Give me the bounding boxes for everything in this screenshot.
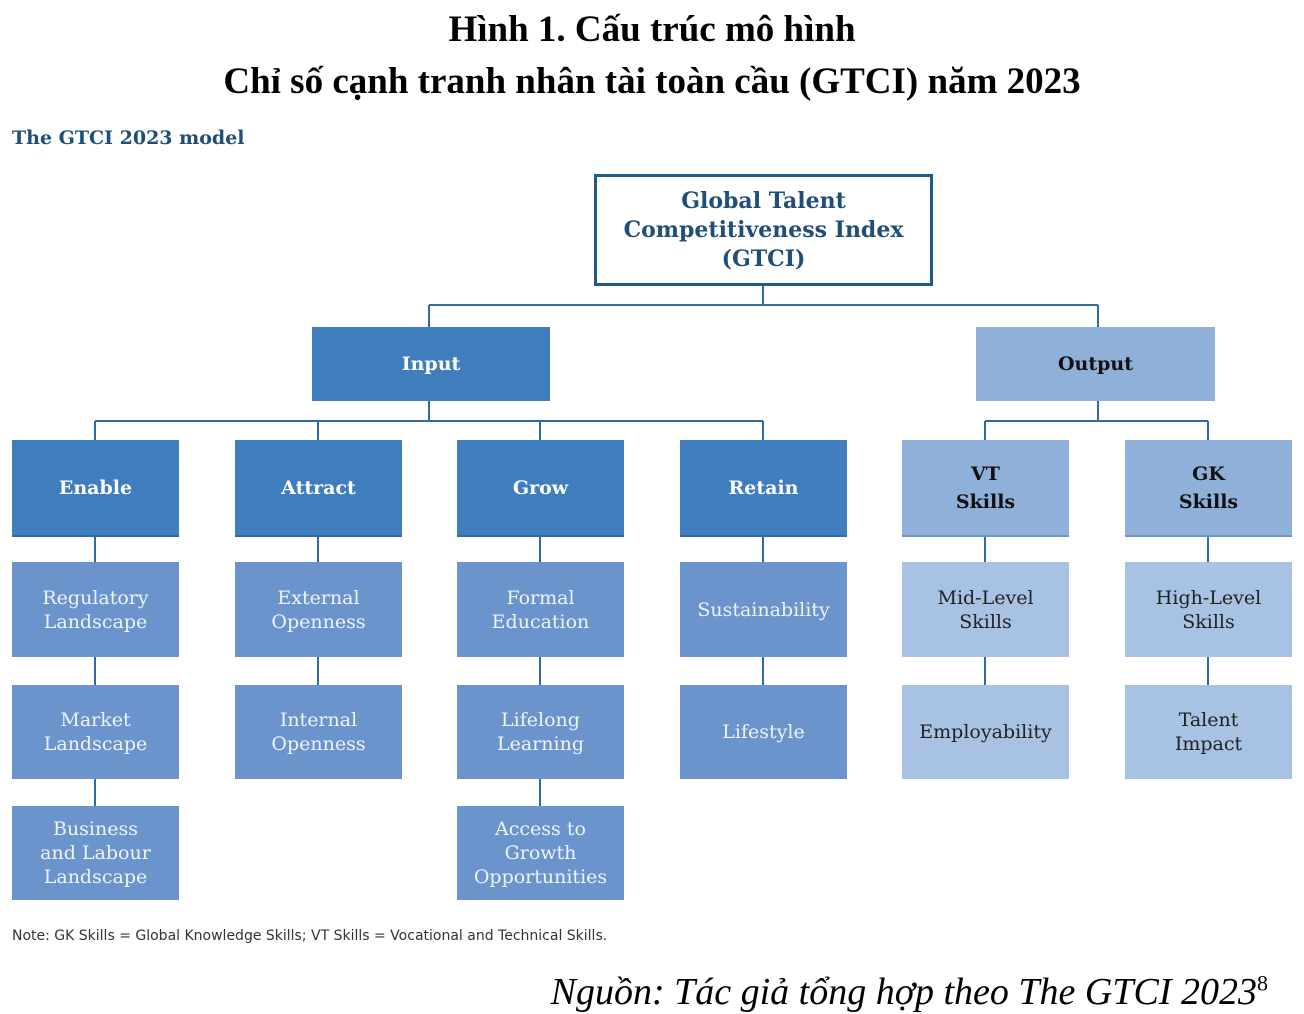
note-text: Note: GK Skills = Global Knowledge Skill… [12,928,608,944]
sub-internal-openness: Internal Openness [235,685,402,779]
model-title: The GTCI 2023 model [12,127,245,149]
sub-regulatory-landscape: Regulatory Landscape [12,562,179,657]
figure-title-line1: Hình 1. Cấu trúc mô hình [448,9,856,50]
sub-sustainability: Sustainability [680,562,847,657]
sub-high-level-skills: High-Level Skills [1125,562,1292,657]
figure-title-line2: Chỉ số cạnh tranh nhân tài toàn cầu (GTC… [223,61,1081,102]
pillar-attract: Attract [235,440,402,537]
source-text: Nguồn: Tác giả tổng hợp theo The GTCI 20… [550,971,1257,1013]
sub-external-openness: External Openness [235,562,402,657]
sub-employability: Employability [902,685,1069,779]
sub-market-landscape: Market Landscape [12,685,179,779]
source-caption: Nguồn: Tác giả tổng hợp theo The GTCI 20… [551,970,1268,1014]
source-footnote: 8 [1257,970,1268,996]
input-box: Input [312,327,550,401]
sub-talent-impact: Talent Impact [1125,685,1292,779]
sub-lifestyle: Lifestyle [680,685,847,779]
output-box: Output [976,327,1215,401]
pillar-vt-skills: VT Skills [902,440,1069,537]
pillar-gk-skills: GK Skills [1125,440,1292,537]
gtci-root-box: Global Talent Competitiveness Index (GTC… [594,174,933,286]
sub-business-labour-landscape: Business and Labour Landscape [12,806,179,900]
pillar-enable: Enable [12,440,179,537]
sub-access-growth-opportunities: Access to Growth Opportunities [457,806,624,900]
pillar-grow: Grow [457,440,624,537]
sub-lifelong-learning: Lifelong Learning [457,685,624,779]
sub-mid-level-skills: Mid-Level Skills [902,562,1069,657]
pillar-retain: Retain [680,440,847,537]
sub-formal-education: Formal Education [457,562,624,657]
